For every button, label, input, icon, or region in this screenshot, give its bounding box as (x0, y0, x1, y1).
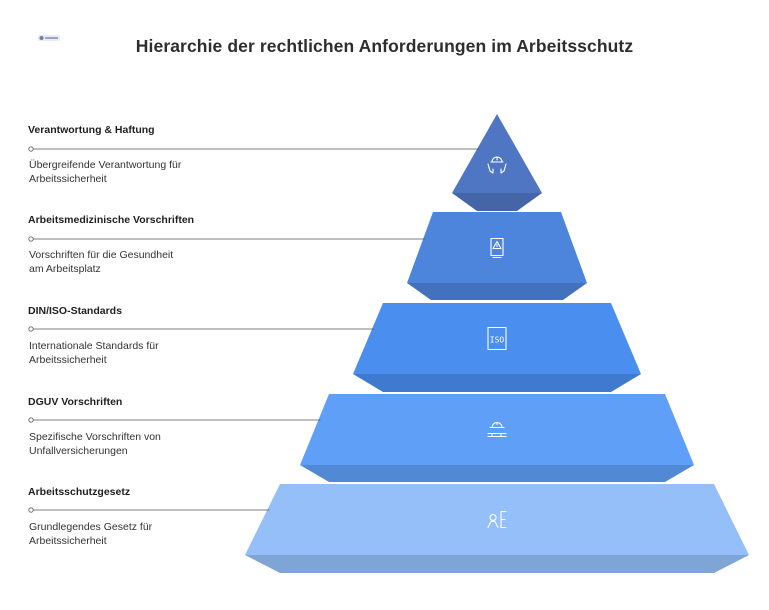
level-name: Arbeitsschutzgesetz (28, 486, 131, 498)
level-name: Arbeitsmedizinische Vorschriften (28, 214, 195, 226)
level-description-line: am Arbeitsplatz (29, 263, 101, 275)
level-description-line: Vorschriften für die Gesundheit (29, 249, 174, 261)
connector-dot (28, 236, 34, 242)
page-title: Hierarchie der rechtlichen Anforderungen… (135, 36, 634, 56)
level-description-line: Grundlegendes Gesetz für (29, 521, 153, 533)
pyramid-tier-base (300, 465, 694, 482)
connector-dot (28, 146, 34, 152)
level-name: Verantwortung & Haftung (28, 124, 155, 136)
logo (38, 35, 60, 41)
pyramid-tier-base (407, 283, 587, 300)
level-description-line: Arbeitssicherheit (29, 354, 107, 366)
level-description-line: Unfallversicherungen (29, 445, 128, 457)
level-description-line: Arbeitssicherheit (29, 535, 107, 547)
hardhat-tools-icon (487, 421, 507, 438)
pyramid-tier-base (353, 374, 641, 392)
level-description-line: Internationale Standards für (29, 340, 159, 352)
warning-document-icon (490, 237, 504, 259)
connector-dot (28, 417, 34, 423)
level-name: DGUV Vorschriften (28, 396, 123, 408)
pyramid-tier (353, 303, 641, 374)
pyramid-tier (452, 114, 542, 193)
pyramid-tier-base (245, 555, 749, 573)
svg-text:ISO: ISO (490, 336, 505, 345)
pyramid-tier (245, 484, 749, 555)
level-description-line: Spezifische Vorschriften von (29, 431, 161, 443)
connector-dot (28, 507, 34, 513)
pyramid-tier-base (452, 193, 542, 211)
connector-dot (28, 326, 34, 332)
level-description-line: Arbeitssicherheit (29, 173, 107, 185)
iso-certificate-icon: ISO (487, 326, 507, 351)
level-name: DIN/ISO-Standards (28, 305, 122, 317)
pyramid-tier (300, 394, 694, 465)
helmet-hands-icon (487, 156, 507, 174)
pyramid-tier (407, 212, 587, 283)
worker-law-icon (487, 510, 507, 529)
level-description: Vorschriften für die Gesundheit am Arbeit… (29, 248, 229, 276)
level-description-line: Übergreifende Verantwortung für (29, 159, 182, 171)
